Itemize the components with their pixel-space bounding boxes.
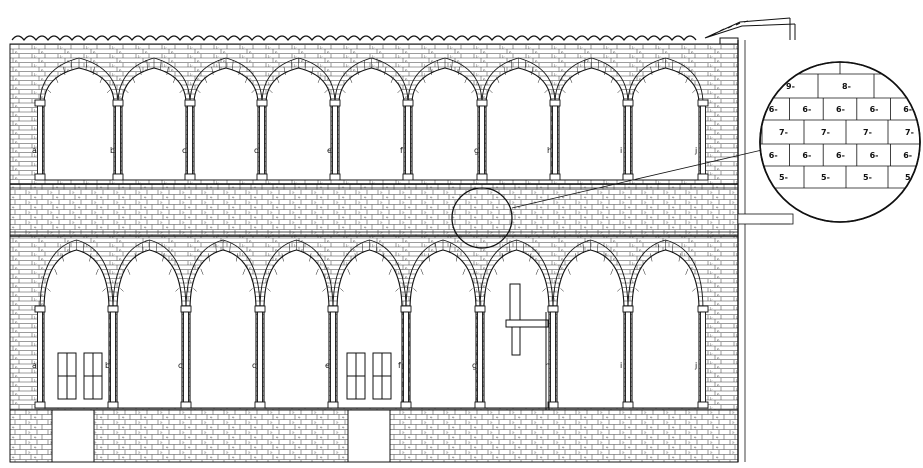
upper-column-j: [697, 99, 709, 181]
upper-arch-opening: [43, 67, 115, 181]
lower-column-label: g: [472, 361, 477, 370]
inset-block-label: 6-: [903, 105, 912, 114]
lower-column-e: [327, 305, 339, 409]
lower-column-label: j: [694, 361, 697, 370]
upper-column-label: d: [254, 146, 259, 155]
upper-column-label: j: [694, 146, 697, 155]
inset-block-label: 6-: [836, 151, 845, 160]
lower-arch-opening: [409, 249, 477, 409]
roof-eave: [704, 17, 796, 49]
inset-block-label: 7-: [863, 128, 872, 137]
inset-block-label: 5-: [863, 173, 872, 182]
lower-column-b: [107, 305, 119, 409]
inset-block-label: 7-: [905, 128, 914, 137]
upper-arch-opening: [338, 67, 405, 181]
inset-block-label: 10-: [878, 59, 892, 68]
inset-block-label: 6-: [870, 151, 879, 160]
upper-column-label: e: [327, 146, 332, 155]
lower-column-label: c: [178, 361, 182, 370]
lower-arch-opening: [263, 249, 330, 409]
upper-column-label: c: [182, 146, 186, 155]
inset-block-label: 6-: [769, 105, 778, 114]
lower-column-d: [254, 305, 266, 409]
inset-block-label: 6-: [870, 105, 879, 114]
upper-arch-opening: [265, 67, 332, 181]
inset-block-label: 11-: [794, 59, 808, 68]
lower-column-label: a: [32, 361, 37, 370]
lower-column-i: [622, 305, 634, 409]
roof-crest-line: [11, 35, 697, 41]
upper-arch-opening: [193, 67, 259, 181]
wall-fixture: [505, 283, 550, 410]
upper-column-d: [256, 99, 268, 181]
right-pier: [737, 40, 794, 462]
inset-block-label: 7-: [779, 128, 788, 137]
lower-column-h: [547, 305, 559, 409]
middle-band: [9, 183, 739, 237]
lower-arch-opening: [189, 249, 257, 409]
upper-arch-opening: [631, 67, 700, 181]
lower-column-label: e: [325, 361, 330, 370]
detail-inset: 11- 10- 9- 8- 8- 6- 6- 6- 6- 6- 7- 7- 7- 7- 6- 6- 6- 6- 6-…: [759, 59, 921, 223]
detail-leader-line: [511, 149, 763, 209]
upper-column-a: [34, 99, 46, 181]
inset-block-label: 9-: [786, 82, 795, 91]
lower-arch-opening: [631, 249, 700, 409]
lower-column-g: [474, 305, 486, 409]
upper-column-f: [402, 99, 414, 181]
lower-column-label: f: [398, 361, 401, 370]
lower-arch-opening: [556, 249, 625, 409]
upper-column-label: h: [547, 146, 552, 155]
upper-arch-opening: [411, 67, 479, 181]
inset-block-label: 6-: [836, 105, 845, 114]
upper-column-b: [112, 99, 124, 181]
lower-arch-opening: [116, 249, 183, 409]
lower-column-c: [180, 305, 192, 409]
upper-arcade: a b c d e f g h i j: [32, 57, 709, 181]
upper-arch-opening: [485, 67, 552, 181]
inset-block-label: 5-: [905, 173, 914, 182]
lower-arcade: a b c d e f g h i j: [32, 239, 709, 409]
lower-column-label: b: [105, 361, 110, 370]
inset-block-label: 6-: [802, 105, 811, 114]
inset-block-label: 8-: [842, 82, 851, 91]
upper-column-label: g: [474, 146, 479, 155]
lower-column-f: [400, 305, 412, 409]
upper-arch-opening: [558, 67, 625, 181]
upper-column-i: [622, 99, 634, 181]
inset-block-label: 5-: [779, 173, 788, 182]
inset-block-label: 6-: [802, 151, 811, 160]
upper-column-c: [184, 99, 196, 181]
base-openings: [51, 409, 391, 463]
lower-column-a: [34, 305, 46, 409]
inset-block-label: 7-: [821, 128, 830, 137]
lower-column-label: d: [252, 361, 257, 370]
lower-column-label: i: [620, 361, 622, 370]
inset-block-label: 6-: [769, 151, 778, 160]
upper-column-label: b: [110, 146, 115, 155]
inset-block-label: 6-: [903, 151, 912, 160]
upper-column-label: a: [32, 146, 37, 155]
lower-column-j: [697, 305, 709, 409]
lower-column-label: h: [545, 361, 550, 370]
upper-column-h: [549, 99, 561, 181]
upper-column-label: f: [400, 146, 403, 155]
upper-column-g: [476, 99, 488, 181]
inset-block-label: 5-: [821, 173, 830, 182]
lower-windows: [57, 352, 392, 400]
detail-callout-circle: [451, 187, 513, 249]
inset-block-label: 8-: [898, 82, 907, 91]
upper-column-label: i: [620, 146, 622, 155]
upper-arch-opening: [121, 67, 187, 181]
upper-column-e: [329, 99, 341, 181]
